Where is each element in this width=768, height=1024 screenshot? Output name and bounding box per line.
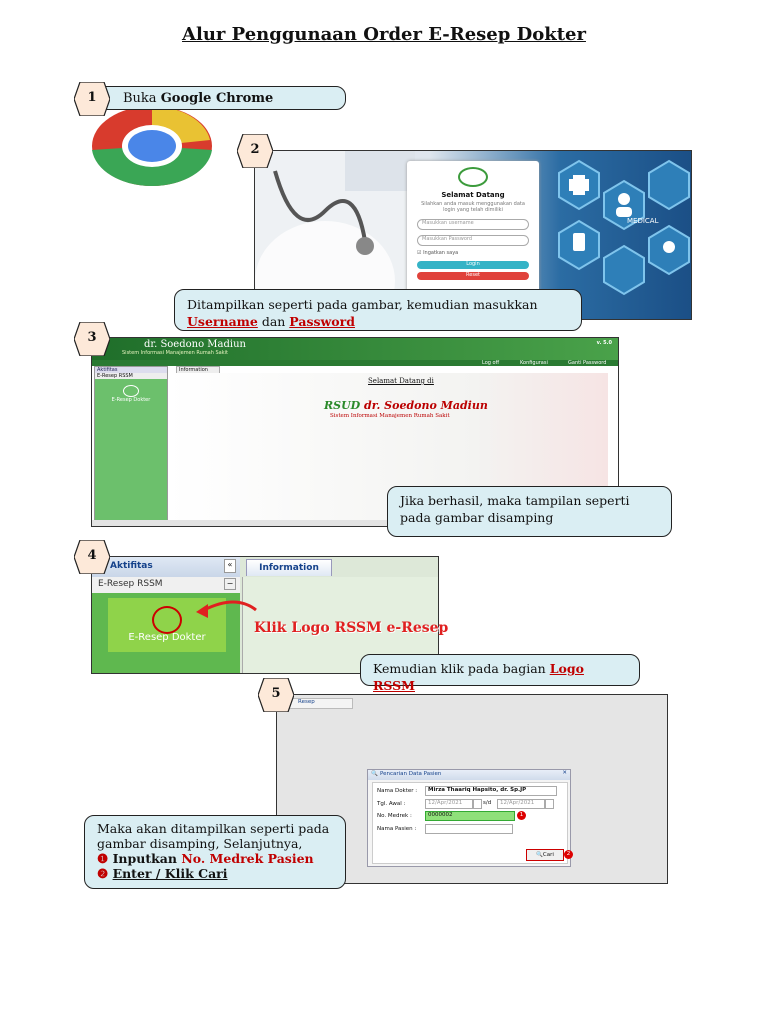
marker-2: 2 <box>564 850 573 859</box>
activity-panel-header: Aktifitas « <box>92 557 240 577</box>
app-menubar: Log off Konfigurasi Ganti Password <box>92 360 618 366</box>
logoff-menu[interactable]: Log off <box>482 360 500 366</box>
step-badge-2: 2 <box>237 134 273 168</box>
step1-caption: Buka Google Chrome <box>96 86 346 110</box>
app-logo-icon <box>458 167 488 187</box>
svg-text:MEDICAL: MEDICAL <box>627 217 659 225</box>
step-badge-3: 3 <box>74 322 110 356</box>
doctor-name-field[interactable]: Mirza Thaariq Hapsito, dr. Sp.JP <box>425 786 557 796</box>
status-bar <box>92 520 618 526</box>
calendar-icon[interactable] <box>545 799 554 809</box>
dialog-titlebar: 🔍 Pencarian Data Pasien ✕ <box>368 770 570 780</box>
hand-cursor-icon <box>152 606 182 634</box>
step2-caption: Ditampilkan seperti pada gambar, kemudia… <box>174 289 582 331</box>
activity-zoom-screenshot: Aktifitas « E-Resep RSSM − E-Resep Dokte… <box>91 556 439 674</box>
password-menu[interactable]: Ganti Password <box>568 360 607 366</box>
red-arrow-icon <box>196 600 257 618</box>
step4-caption: Kemudian klik pada bagian Logo RSSM <box>360 654 640 693</box>
step3-caption: Jika berhasil, maka tampilan seperti pad… <box>387 486 672 537</box>
cari-button[interactable]: 🔍Cari <box>526 849 564 861</box>
step4-annotation: Klik Logo RSSM e-Resep <box>254 620 449 636</box>
remember-checkbox[interactable]: ☑ Ingatkan saya <box>417 250 459 256</box>
step-badge-4: 4 <box>74 540 110 574</box>
patient-name-field[interactable] <box>425 824 513 834</box>
step5-caption: Maka akan ditampilkan seperti pada gamba… <box>84 815 346 889</box>
medical-hex-icons: MEDICAL <box>558 159 690 296</box>
reset-button[interactable]: Reset <box>417 272 529 280</box>
activity-panel: Aktifitas E-Resep RSSM E-Resep Dokter <box>94 366 168 522</box>
config-menu[interactable]: Konfigurasi <box>520 360 548 366</box>
login-button[interactable]: Login <box>417 261 529 269</box>
chrome-logo <box>90 100 214 187</box>
step-badge-5: 5 <box>258 678 294 712</box>
close-icon[interactable]: ✕ <box>562 770 567 776</box>
calendar-icon[interactable] <box>473 799 482 809</box>
collapse-button[interactable]: « <box>224 559 236 573</box>
app-header: dr. Soedono Madiun Sistem Informasi Mana… <box>92 338 618 360</box>
step-badge-1: 1 <box>74 82 110 116</box>
medrek-input[interactable]: 0000002 <box>425 811 515 821</box>
search-icon: 🔍 <box>371 771 378 777</box>
date-from-field[interactable]: 12/Apr/2021 <box>425 799 473 809</box>
information-tab-large[interactable]: Information <box>246 559 332 576</box>
password-input[interactable]: Masukkan Password <box>417 235 529 246</box>
eresep-logo-icon[interactable] <box>123 385 139 397</box>
page-title: Alur Penggunaan Order E-Resep Dokter <box>182 24 586 45</box>
patient-search-dialog: 🔍 Pencarian Data Pasien ✕ Nama Dokter : … <box>367 769 573 867</box>
date-to-field[interactable]: 12/Apr/2021 <box>497 799 545 809</box>
marker-1: 1 <box>517 811 526 820</box>
username-input[interactable]: Masukkan username <box>417 219 529 230</box>
